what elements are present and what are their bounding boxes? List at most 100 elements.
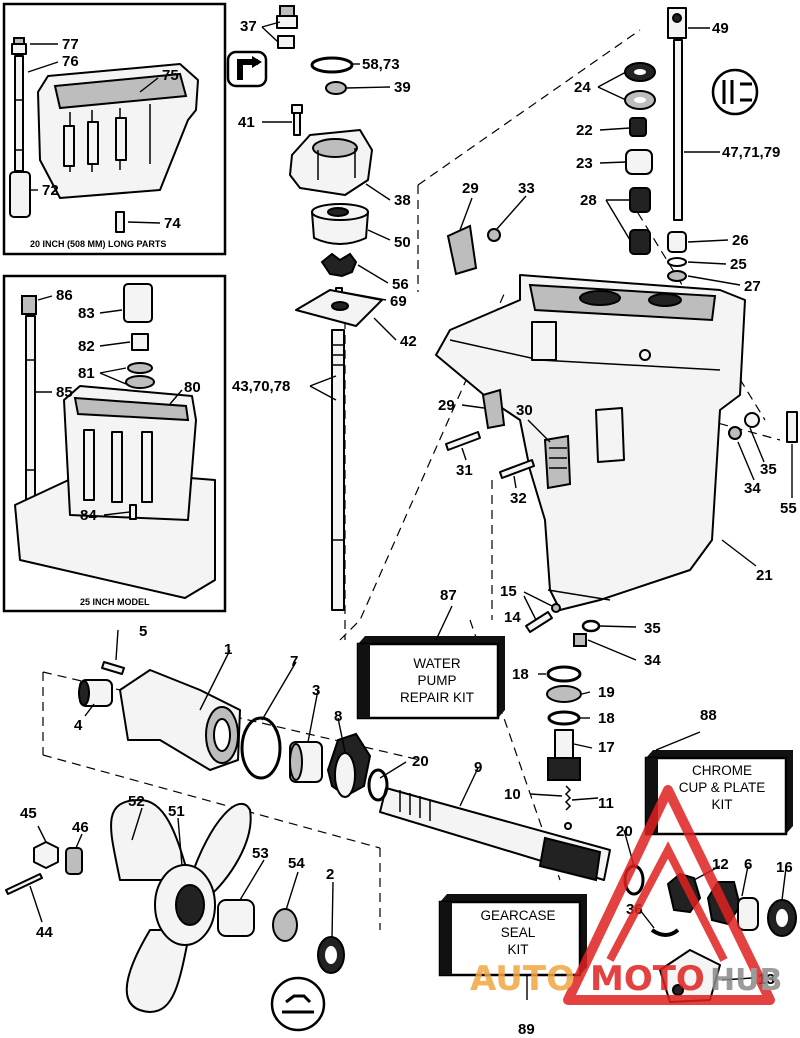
callout-51: 51 [168, 803, 185, 820]
gearcase-seal-kit-line2: SEAL [501, 925, 536, 940]
callout-52: 52 [128, 793, 145, 810]
callout-49: 49 [712, 20, 729, 37]
callout-23: 23 [576, 155, 593, 172]
callout-12: 12 [712, 856, 729, 873]
propeller-assembly [5, 799, 345, 1032]
callout-28: 28 [580, 192, 597, 209]
water-pump-kit-box: WATER PUMP REPAIR KIT [356, 636, 505, 720]
water-pump-kit-line1: WATER [413, 656, 460, 671]
bearing-housing-parts [78, 661, 372, 798]
callout-47-71-79: 47,71,79 [722, 144, 780, 161]
callout-25: 25 [730, 256, 747, 273]
callout-16: 16 [776, 859, 793, 876]
callout-8: 8 [334, 708, 342, 725]
watermark-moto: MOTO [590, 959, 705, 999]
callout-4: 4 [74, 717, 83, 734]
callout-30: 30 [516, 402, 533, 419]
callout-7: 7 [290, 653, 298, 670]
callout-14: 14 [504, 609, 521, 626]
callout-34-lower: 34 [644, 652, 661, 669]
callout-29-side: 29 [438, 397, 455, 414]
callout-18-upper: 18 [512, 666, 529, 683]
callout-6: 6 [744, 856, 752, 873]
callout-42: 42 [400, 333, 417, 350]
gearcase-seal-kit-line3: KIT [507, 942, 528, 957]
callout-19: 19 [598, 684, 615, 701]
gearcase-seal-kit-box: GEARCASE SEAL KIT [438, 894, 587, 977]
callout-43-70-78: 43,70,78 [232, 378, 290, 395]
leader-lines [27, 21, 793, 1000]
water-pump-parts [226, 5, 383, 611]
callout-83: 83 [78, 305, 95, 322]
callout-89: 89 [518, 1021, 535, 1038]
inset-20-inch-long-parts: 20 INCH (508 MM) LONG PARTS [2, 2, 227, 256]
callout-27: 27 [744, 278, 761, 295]
callout-56: 56 [392, 276, 409, 293]
callout-88: 88 [700, 707, 717, 724]
chrome-cup-kit-line2: CUP & PLATE [679, 780, 766, 795]
callout-31: 31 [456, 462, 473, 479]
callout-18-lower: 18 [598, 710, 615, 727]
callout-69: 69 [390, 293, 407, 310]
callout-87: 87 [440, 587, 457, 604]
callout-3: 3 [312, 682, 320, 699]
gearcase-seal-kit-line1: GEARCASE [480, 908, 555, 923]
callout-85: 85 [56, 384, 73, 401]
callout-41: 41 [238, 114, 255, 131]
chrome-cup-kit-line3: KIT [711, 797, 732, 812]
chrome-cup-kit-line1: CHROME [692, 763, 752, 778]
callout-20-right: 20 [616, 823, 633, 840]
inset-bottom-caption: 25 INCH MODEL [80, 597, 150, 607]
callout-72: 72 [42, 182, 59, 199]
callout-82: 82 [78, 338, 95, 355]
shift-rod-parts [624, 7, 759, 282]
callout-37: 37 [240, 18, 257, 35]
callout-17: 17 [598, 739, 615, 756]
callout-38: 38 [394, 192, 411, 209]
callout-84: 84 [80, 507, 97, 524]
callout-11: 11 [598, 795, 614, 812]
callout-74: 74 [164, 215, 181, 232]
water-pump-kit-line2: PUMP [417, 673, 456, 688]
callout-81: 81 [78, 365, 95, 382]
callout-24: 24 [574, 79, 591, 96]
inset-25-inch-model: 25 INCH MODEL [2, 274, 227, 613]
callout-50: 50 [394, 234, 411, 251]
callout-86: 86 [56, 287, 73, 304]
callout-labels: 77 76 75 72 74 86 83 82 81 80 85 84 37 5… [20, 18, 797, 1038]
callout-34-upper: 34 [744, 480, 761, 497]
callout-2: 2 [326, 866, 334, 883]
callout-32: 32 [510, 490, 527, 507]
inset-top-caption: 20 INCH (508 MM) LONG PARTS [30, 239, 166, 249]
callout-20-left: 20 [412, 753, 429, 770]
callout-35-upper: 35 [760, 461, 777, 478]
watermark-auto: AUTO [470, 959, 575, 999]
callout-35-lower: 35 [644, 620, 661, 637]
water-pump-kit-line3: REPAIR KIT [400, 690, 474, 705]
callout-39: 39 [394, 79, 411, 96]
callout-26: 26 [732, 232, 749, 249]
callout-77: 77 [62, 36, 79, 53]
callout-10: 10 [504, 786, 521, 803]
callout-5: 5 [139, 623, 147, 640]
callout-44: 44 [36, 924, 53, 941]
watermark-logo: AUTO MOTO HUB [470, 785, 782, 1005]
callout-75: 75 [162, 67, 179, 84]
callout-76: 76 [62, 53, 79, 70]
callout-53: 53 [252, 845, 269, 862]
callout-33: 33 [518, 180, 535, 197]
callout-1: 1 [224, 641, 232, 658]
callout-45: 45 [20, 805, 37, 822]
callout-22: 22 [576, 122, 593, 139]
callout-58-73: 58,73 [362, 56, 400, 73]
watermark-hub: HUB [710, 963, 782, 998]
gearcase-housing [435, 224, 798, 647]
callout-9: 9 [474, 759, 482, 776]
callout-29-top: 29 [462, 180, 479, 197]
callout-15: 15 [500, 583, 517, 600]
callout-55: 55 [780, 500, 797, 517]
callout-80: 80 [184, 379, 201, 396]
callout-21: 21 [756, 567, 773, 584]
callout-46: 46 [72, 819, 89, 836]
